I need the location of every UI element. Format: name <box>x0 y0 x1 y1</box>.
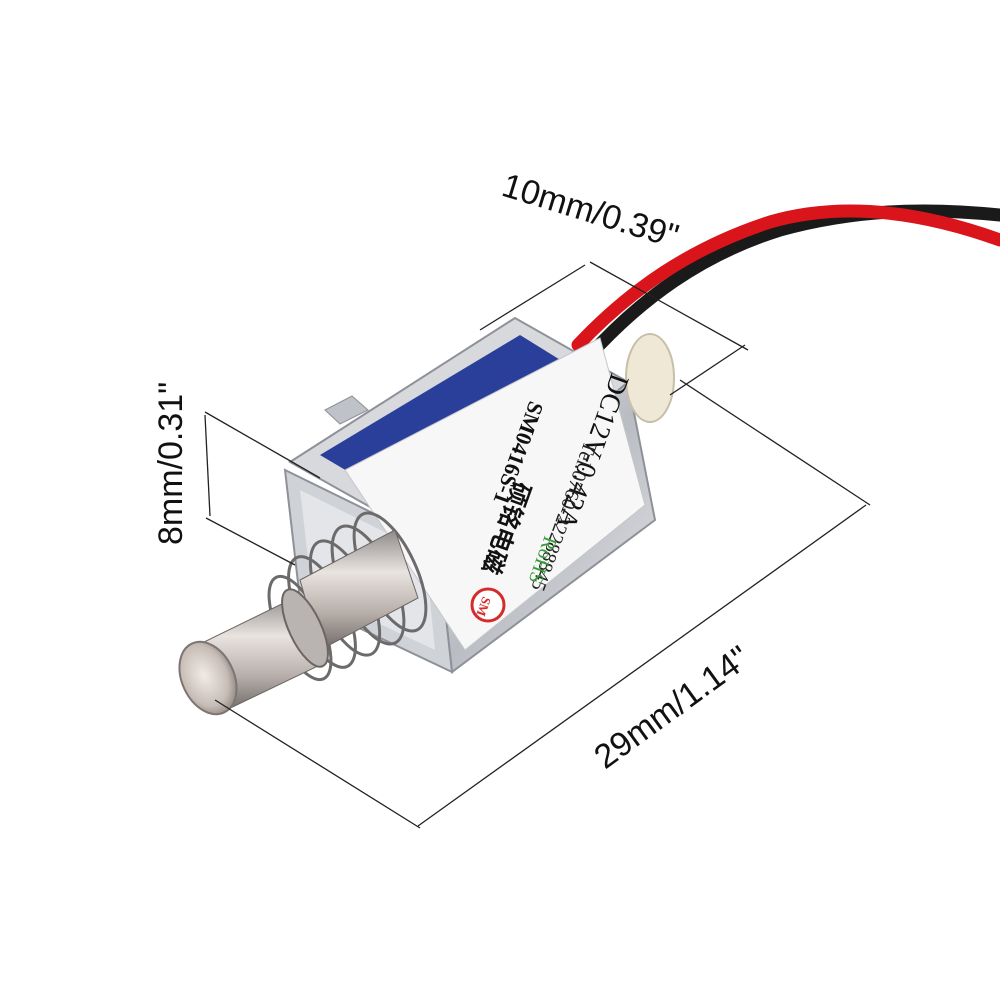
plunger-tip <box>178 640 238 716</box>
red-wire <box>571 204 1000 352</box>
height-dim-line <box>204 414 211 517</box>
plunger-washer <box>281 588 329 668</box>
sm-logo: SM <box>470 587 506 623</box>
bobbin-end <box>625 333 675 423</box>
width-dim-line <box>589 261 749 351</box>
length-dim-line <box>417 504 867 827</box>
length-label: 29mm/1.14" <box>587 639 757 777</box>
logo-text: SM <box>474 595 495 618</box>
lead-wires <box>571 204 1000 362</box>
height-label: 8mm/0.31" <box>152 382 190 545</box>
black-wire <box>583 204 1000 362</box>
dimension-lines <box>204 261 871 829</box>
width-label: 10mm/0.39" <box>498 166 683 256</box>
plunger <box>178 529 419 716</box>
